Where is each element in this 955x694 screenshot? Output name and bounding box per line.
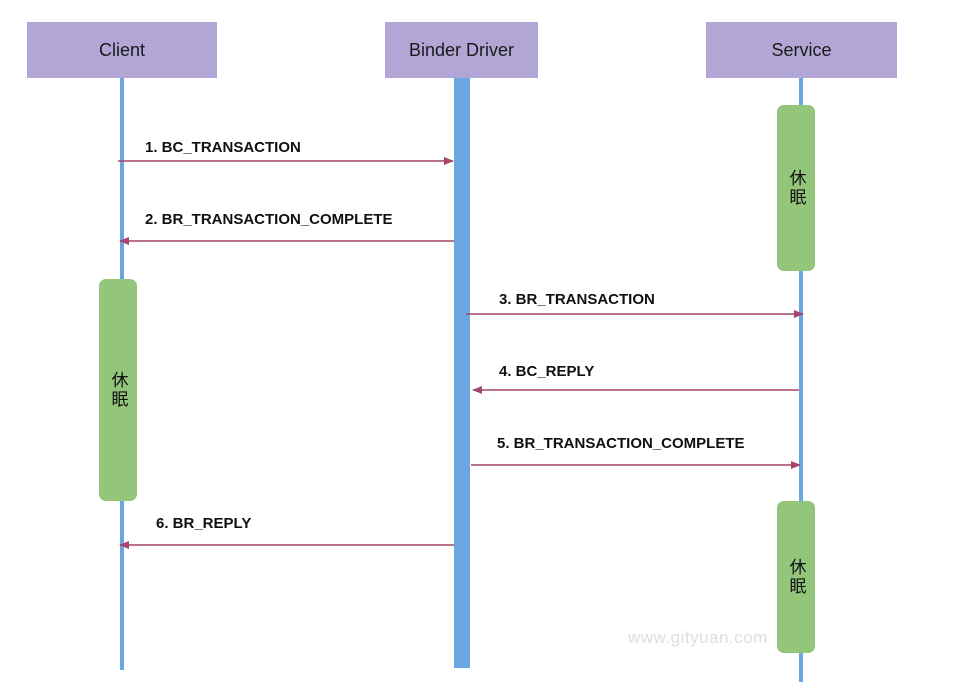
service-sleep-box-1: 休眠 (777, 105, 815, 271)
participant-service-label: Service (771, 39, 832, 60)
watermark-text: www.gityuan.com (628, 628, 768, 647)
sleep-label: 休眠 (785, 558, 806, 596)
participant-client: Client (27, 22, 217, 78)
service-lifeline (799, 78, 803, 682)
message-label-1: 1. BC_TRANSACTION (145, 139, 301, 156)
message-label-3: 3. BR_TRANSACTION (499, 291, 655, 308)
service-sleep-box-2: 休眠 (777, 501, 815, 653)
participant-binder-driver: Binder Driver (385, 22, 538, 78)
participant-service: Service (706, 22, 897, 78)
participant-client-label: Client (98, 39, 146, 60)
message-label-6: 6. BR_REPLY (156, 515, 251, 532)
binder-activation-bar (454, 78, 470, 668)
participant-binder-driver-label: Binder Driver (408, 39, 515, 60)
sleep-label: 休眠 (785, 169, 806, 207)
message-label-2: 2. BR_TRANSACTION_COMPLETE (145, 211, 393, 228)
message-label-5: 5. BR_TRANSACTION_COMPLETE (497, 435, 745, 452)
sleep-label: 休眠 (107, 371, 128, 409)
message-label-4: 4. BC_REPLY (499, 363, 594, 380)
client-sleep-box: 休眠 (99, 279, 137, 501)
